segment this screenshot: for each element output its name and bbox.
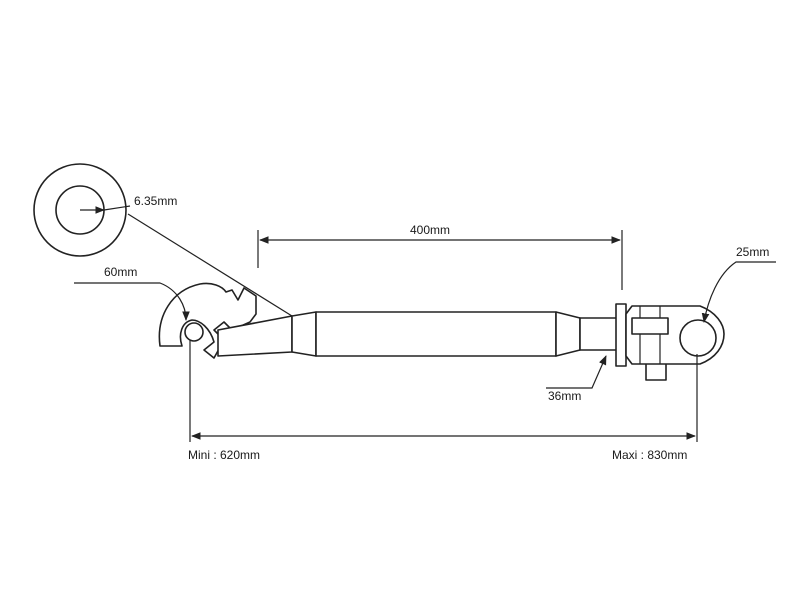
rod-thread-section	[579, 317, 621, 351]
hook-bore	[184, 322, 204, 342]
thread-leader	[546, 355, 607, 389]
eye-leader	[701, 261, 776, 323]
max-length-label: Maxi : 830mm	[612, 448, 687, 462]
main-rod	[291, 311, 621, 357]
hook-leader	[74, 282, 190, 321]
body-length-dimension	[257, 230, 623, 290]
hook-size-label: 60mm	[104, 265, 137, 279]
locking-nut	[615, 303, 627, 367]
pin-diameter-label: 6.35mm	[134, 194, 177, 208]
washer-to-rod-leader	[127, 213, 293, 317]
eye-bore	[679, 319, 717, 357]
thread-diameter-label: 36mm	[548, 389, 581, 403]
rod-right-taper	[555, 311, 581, 357]
overall-length-dimension	[189, 340, 698, 442]
rod-left-taper	[291, 311, 317, 357]
min-length-label: Mini : 620mm	[188, 448, 260, 462]
clevis-eye-end	[625, 305, 725, 381]
pin-leader-line	[103, 205, 131, 211]
rod-body	[315, 311, 557, 357]
body-length-label: 400mm	[410, 223, 450, 237]
hook-end	[158, 282, 293, 359]
eye-diameter-label: 25mm	[736, 245, 769, 259]
clevis-slot	[631, 317, 669, 335]
pin-washer-detail	[33, 163, 131, 257]
